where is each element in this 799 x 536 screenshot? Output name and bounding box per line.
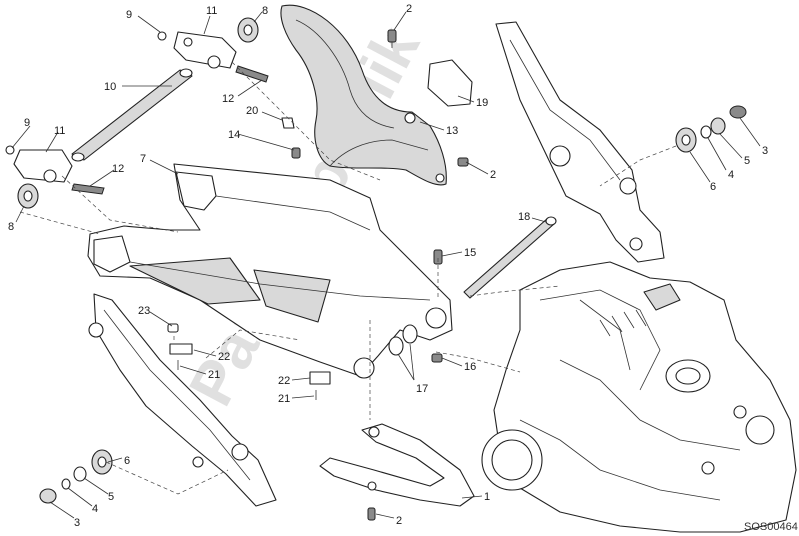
callout-4: 4 [92,503,98,515]
callout-20: 20 [246,105,258,117]
leader-lines [11,11,761,519]
pivot-shaft-18 [463,216,557,299]
swingarm [87,163,453,379]
callout-11: 11 [54,125,65,137]
callout-9: 9 [24,117,30,129]
footpeg-bracket-right [495,21,665,263]
callout-22: 22 [278,375,290,387]
callout-1: 1 [484,491,490,503]
washers-17 [388,324,418,356]
nut-16 [431,353,443,363]
bolt-mudguard [457,157,469,167]
callout-8: 8 [262,5,268,17]
engine [481,261,797,533]
callout-13: 13 [446,125,458,137]
callout-21: 21 [278,393,290,405]
callout-17: 17 [416,383,428,395]
chain-adjuster-upper [157,17,269,83]
callout-19: 19 [476,97,488,109]
rear-mudguard [280,4,447,186]
callout-12: 12 [112,163,124,175]
callout-21: 21 [208,369,220,381]
callout-12: 12 [222,93,234,105]
callout-6: 6 [710,181,716,193]
clip-20 [281,117,295,129]
callout-8: 8 [8,221,14,233]
callout-10: 10 [104,81,116,93]
callout-3: 3 [74,517,80,529]
callout-2: 2 [406,3,412,15]
callout-7: 7 [140,153,146,165]
wheel-spindle-10 [71,68,193,162]
callout-6: 6 [124,455,130,467]
callout-3: 3 [762,145,768,157]
callout-2: 2 [490,169,496,181]
spacer-set-right [675,105,747,153]
footpeg-bracket-left [88,293,277,507]
diagram-code: SOS00464 [744,521,798,533]
callout-5: 5 [744,155,750,167]
bolt-15 [433,249,443,265]
screw-14 [291,147,301,159]
callout-4: 4 [728,169,734,181]
bolt-top [387,29,397,48]
spacer-set-left [39,449,113,504]
callout-18: 18 [518,211,530,223]
callout-23: 23 [138,305,150,317]
callout-22: 22 [218,351,230,363]
rubber-pad [427,59,473,107]
callout-2: 2 [396,515,402,527]
clamp-lower [309,371,331,400]
callout-16: 16 [464,361,476,373]
assembly-lines [19,61,677,495]
clamp-upper [167,323,193,370]
chain-adjuster-lower [5,145,105,209]
callout-14: 14 [228,129,240,141]
callout-11: 11 [206,5,217,17]
callout-labels: 9 11 8 2 10 12 20 14 13 19 9 11 7 12 2 8… [8,3,768,529]
callout-9: 9 [126,9,132,21]
chain-guard [319,423,475,521]
callout-15: 15 [464,247,476,259]
callout-5: 5 [108,491,114,503]
